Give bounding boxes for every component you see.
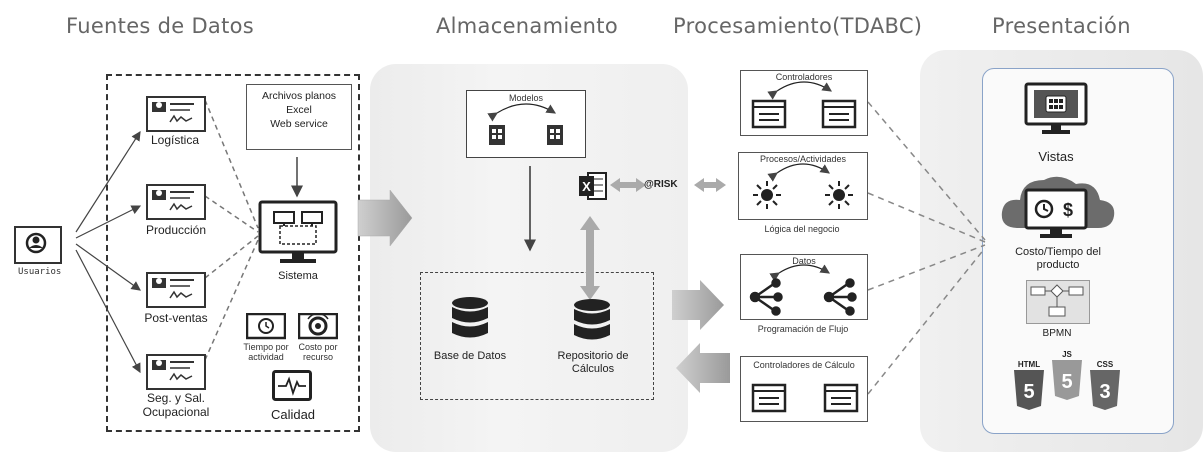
html5-icon: HTML 5 — [1012, 360, 1046, 412]
quality-label: Calidad — [270, 407, 316, 422]
repository-label-line1: Repositorio de — [557, 350, 629, 362]
card-label-produccion: Producción — [145, 223, 207, 237]
system-monitor-icon — [258, 200, 338, 266]
svg-text:X: X — [582, 179, 591, 194]
title-processing: Procesamiento(TDABC) — [673, 14, 923, 38]
cost-icon — [298, 313, 338, 341]
risk-label: @RISK — [644, 179, 678, 190]
user-label: Usuarios — [18, 267, 62, 277]
card-icon-postventas — [146, 272, 206, 308]
svg-text:5: 5 — [1061, 371, 1072, 393]
database-icon — [450, 296, 490, 340]
js-icon: JS 5 — [1050, 350, 1084, 402]
card-label-logistica: Logística — [150, 133, 200, 147]
database-label: Base de Datos — [433, 350, 507, 362]
css3-icon: CSS 3 — [1088, 360, 1122, 412]
card-icon-logistica — [146, 96, 206, 132]
card-label-seguridad-line2: Ocupacional — [142, 404, 210, 419]
bpmn-diagram-icon — [1026, 280, 1090, 324]
files-box: Archivos planos Excel Web service — [246, 84, 352, 150]
bpmn-label: BPMN — [1042, 328, 1072, 339]
cost-label-line2: recurso — [302, 352, 333, 363]
models-box: Modelos — [466, 90, 586, 158]
cost-time-label-line2: producto — [1036, 258, 1080, 271]
title-storage: Almacenamiento — [436, 14, 618, 38]
html-text: HTML — [1017, 360, 1041, 369]
controllers-box: Controladores — [740, 70, 868, 136]
views-monitor-icon — [1024, 82, 1088, 138]
files-excel: Excel — [286, 104, 312, 117]
card-label-postventas: Post-ventas — [144, 311, 208, 325]
cost-label-line1: Costo por — [298, 342, 338, 352]
repository-label-line2: Cálculos — [571, 362, 615, 375]
controllers-label: Controladores — [775, 72, 833, 82]
js-text: JS — [1062, 350, 1072, 359]
storage-dashed-box — [420, 272, 654, 400]
files-flat: Archivos planos — [261, 90, 337, 102]
sources-dashed-box — [106, 74, 360, 432]
card-label-seguridad: Seg. y Sal. Ocupacional — [130, 391, 222, 420]
time-label: Tiempo por actividad — [236, 342, 296, 363]
cost-time-cloud-icon: $ — [998, 168, 1118, 244]
files-webservice: Web service — [270, 118, 328, 131]
svg-text:$: $ — [1063, 200, 1073, 220]
cost-time-label-line1: Costo/Tiempo del — [1015, 246, 1101, 258]
calc-controllers-box: Controladores de Cálculo — [740, 356, 868, 422]
cost-label: Costo por recurso — [290, 342, 346, 363]
data-label: Datos — [792, 256, 816, 266]
time-label-line2: actividad — [248, 352, 284, 363]
card-icon-seguridad — [146, 354, 206, 390]
time-label-line1: Tiempo por — [243, 342, 289, 352]
card-label-seguridad-line1: Seg. y Sal. — [146, 391, 206, 405]
title-sources: Fuentes de Datos — [66, 14, 255, 38]
system-label: Sistema — [278, 270, 318, 282]
data-flow-box: Datos — [740, 254, 868, 320]
excel-icon: X — [578, 170, 608, 202]
models-label: Modelos — [508, 93, 544, 103]
flow-label: Programación de Flujo — [757, 324, 849, 334]
processes-label: Procesos/Actividades — [759, 154, 847, 164]
views-label: Vistas — [1038, 149, 1074, 164]
business-logic-label: Lógica del negocio — [764, 224, 840, 234]
user-icon — [14, 226, 62, 264]
svg-text:3: 3 — [1099, 381, 1110, 403]
repository-icon — [572, 298, 612, 342]
quality-icon — [272, 370, 312, 402]
repository-label: Repositorio de Cálculos — [550, 350, 636, 375]
card-icon-produccion — [146, 184, 206, 220]
css-text: CSS — [1096, 360, 1114, 369]
title-presentation: Presentación — [992, 14, 1131, 38]
cost-time-label: Costo/Tiempo del producto — [1000, 246, 1116, 271]
calc-controllers-label: Controladores de Cálculo — [753, 360, 855, 370]
clock-icon — [246, 313, 286, 341]
processes-box: Procesos/Actividades — [738, 152, 868, 220]
svg-text:5: 5 — [1023, 381, 1034, 403]
